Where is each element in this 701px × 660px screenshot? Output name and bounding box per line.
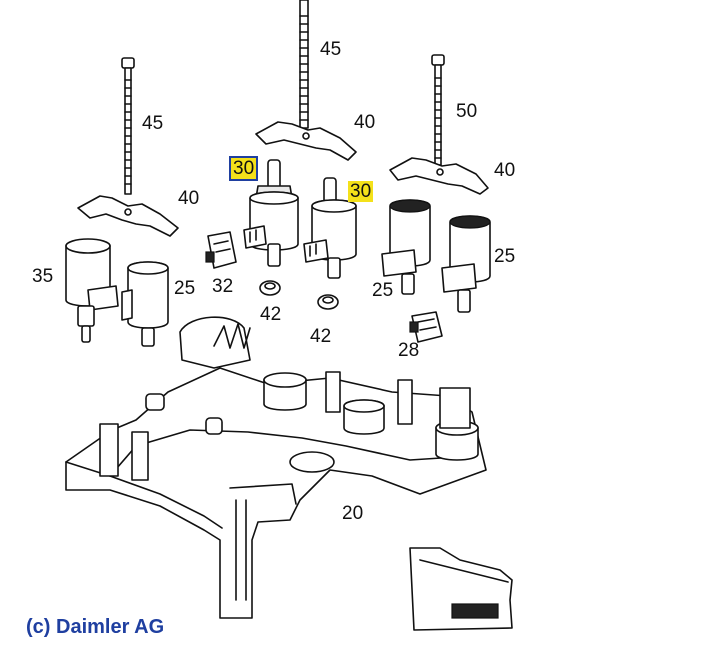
label-connector-left: 32 [212,276,234,297]
label-bolt-right: 50 [456,101,478,122]
bolt-left-part [121,57,135,195]
connector-left-part [205,231,237,269]
label-base-plate: 20 [342,503,364,524]
clip-a-part [259,280,281,296]
valve-boxed-part [243,159,299,267]
label-solenoid-c: 25 [494,246,516,267]
bolt-right-part [431,54,445,166]
label-plate-center: 40 [354,112,376,133]
inset-thumbnail [409,547,513,631]
solenoid-b-part [381,199,431,295]
label-connector-right: 28 [398,340,420,361]
label-solenoid-left: 35 [32,266,54,287]
copyright-notice: (c) Daimler AG [26,616,165,638]
clip-b-part [317,294,339,310]
plate-left-part [77,195,179,237]
label-bolt-left: 45 [142,113,164,134]
label-solenoid-a: 25 [174,278,196,299]
label-plate-right: 40 [494,160,516,181]
base-plate-part [65,316,487,619]
label-plate-left: 40 [178,188,200,209]
label-bolt-center: 45 [320,39,342,60]
label-clip-a: 42 [260,304,282,325]
label-valve-boxed: 30 [229,156,259,181]
solenoid-c-part [441,215,491,313]
valve-yellow-part [303,177,357,279]
bolt-center-part [299,0,309,129]
label-clip-b: 42 [310,326,332,347]
label-valve-yellow: 30 [348,181,374,202]
connector-right-part [409,311,443,343]
label-solenoid-b: 25 [372,280,394,301]
plate-right-part [389,157,489,195]
solenoid-left-part [65,238,119,343]
solenoid-a-part [121,261,169,347]
plate-center-part [255,121,357,161]
